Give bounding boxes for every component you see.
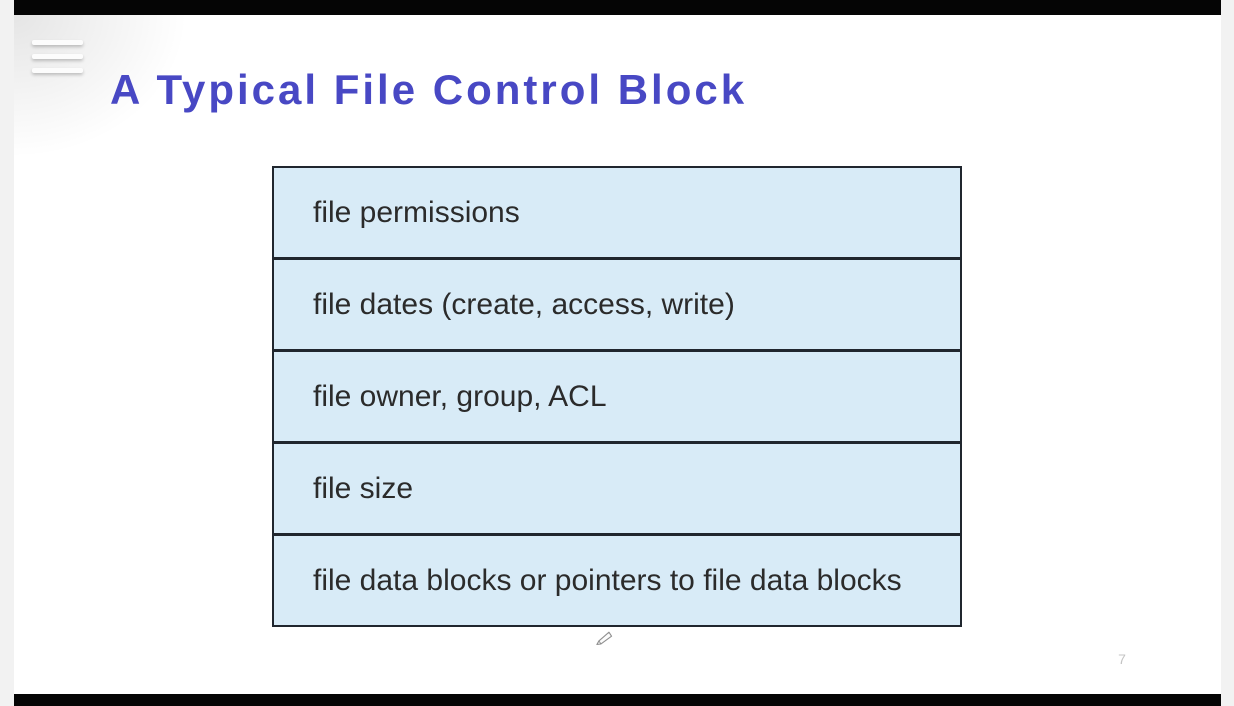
fcb-row: file permissions (274, 168, 960, 260)
fcb-row: file dates (create, access, write) (274, 260, 960, 352)
page-number: 7 (1118, 651, 1126, 667)
hamburger-menu-icon[interactable] (32, 40, 84, 82)
letterbox-bottom-bar (14, 694, 1221, 706)
fcb-row-label: file dates (create, access, write) (313, 287, 735, 321)
fcb-row: file owner, group, ACL (274, 352, 960, 444)
fcb-row-label: file size (313, 471, 414, 505)
menu-line (32, 54, 83, 59)
file-control-block-diagram: file permissions file dates (create, acc… (272, 166, 962, 627)
fcb-row: file size (274, 444, 960, 536)
slide-canvas: A Typical File Control Block file permis… (14, 0, 1221, 706)
fcb-row: file data blocks or pointers to file dat… (274, 536, 960, 625)
slide-title: A Typical File Control Block (110, 66, 748, 113)
menu-line (32, 40, 83, 45)
fcb-row-label: file permissions (313, 195, 520, 229)
pen-cursor-icon (596, 629, 613, 650)
menu-line (32, 68, 83, 73)
letterbox-top-bar (14, 0, 1221, 15)
fcb-row-label: file data blocks or pointers to file dat… (313, 563, 902, 597)
fcb-row-label: file owner, group, ACL (313, 379, 607, 413)
